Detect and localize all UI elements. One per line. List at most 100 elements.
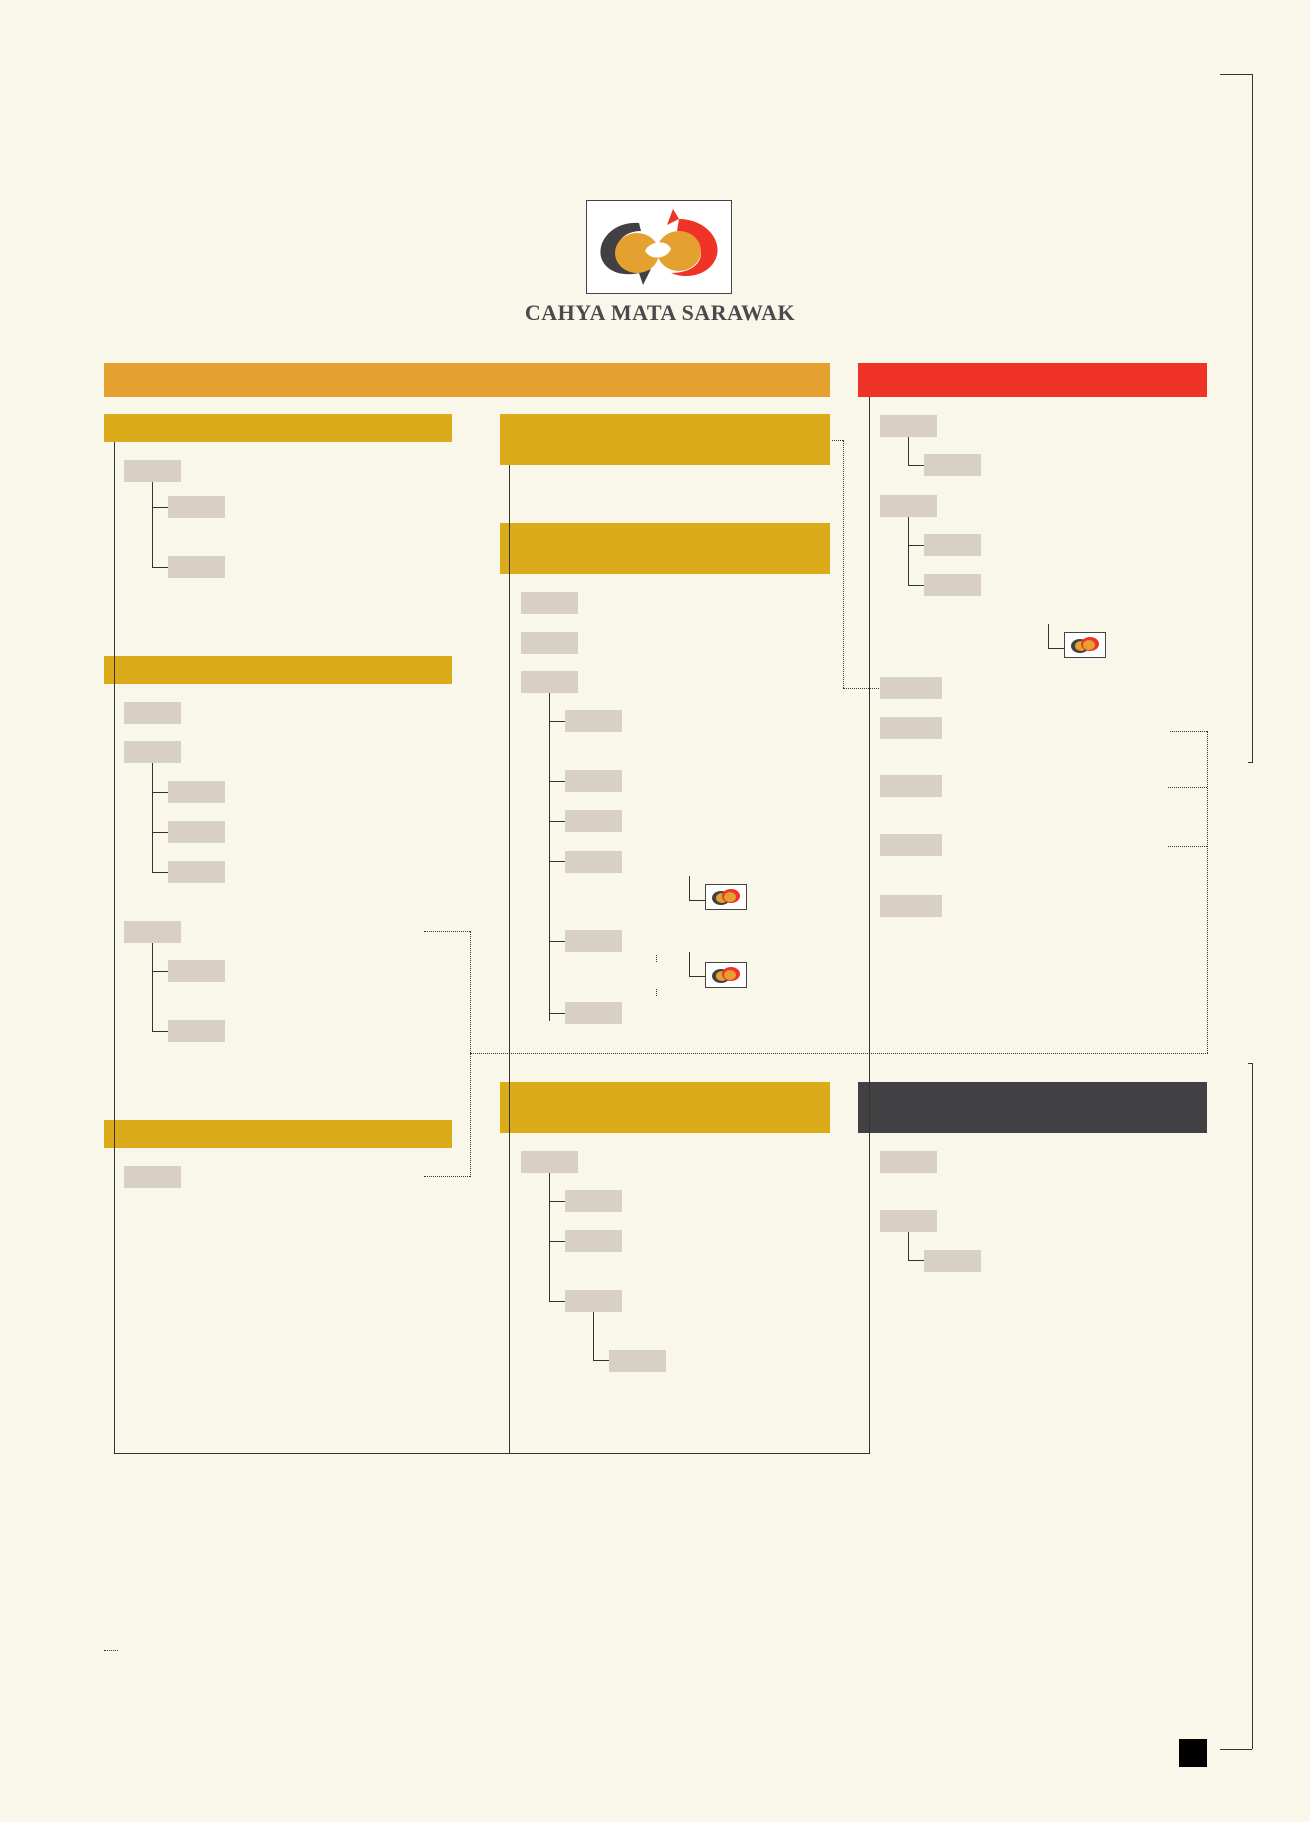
bracket-upper-tick xyxy=(1248,762,1253,763)
division-header-orange xyxy=(104,363,830,397)
section-header-2 xyxy=(104,656,452,684)
entity-box xyxy=(565,1002,622,1024)
tree-branch xyxy=(908,585,924,586)
entity-box xyxy=(168,861,225,883)
tree-branch xyxy=(908,545,924,546)
tree-branch xyxy=(152,943,153,1031)
dotted-connector xyxy=(1168,846,1207,847)
company-logo xyxy=(586,200,732,294)
trunk-col3 xyxy=(869,397,870,1454)
section-header-1 xyxy=(104,414,452,442)
entity-box xyxy=(880,415,937,437)
tree-branch xyxy=(593,1360,609,1361)
tree-branch xyxy=(549,781,565,782)
entity-box xyxy=(880,895,942,917)
dotted-connector xyxy=(470,931,471,1177)
trunk-col1 xyxy=(114,442,115,1454)
entity-box xyxy=(521,671,578,693)
entity-box xyxy=(880,1210,937,1232)
section-header-dark xyxy=(858,1082,1207,1133)
dotted-connector xyxy=(470,1053,1208,1054)
dotted-connector xyxy=(656,955,657,962)
tree-branch xyxy=(549,941,565,942)
entity-box xyxy=(168,821,225,843)
cahya-mata-sarawak-mini-logo-icon xyxy=(1064,632,1106,658)
entity-box xyxy=(521,1151,578,1173)
entity-box xyxy=(565,930,622,952)
tree-branch xyxy=(152,971,168,972)
entity-box xyxy=(565,1190,622,1212)
entity-box xyxy=(880,495,937,517)
entity-box xyxy=(565,1230,622,1252)
tree-branch xyxy=(549,1013,565,1014)
tree-branch xyxy=(152,763,153,872)
tree-branch xyxy=(689,876,690,900)
bracket-lower-tick xyxy=(1248,1063,1253,1064)
cahya-mata-sarawak-mini-logo-icon xyxy=(705,884,747,910)
tree-branch xyxy=(152,482,153,567)
tree-branch xyxy=(549,1201,565,1202)
tree-branch xyxy=(549,1173,550,1301)
tree-branch xyxy=(1048,624,1049,648)
entity-box xyxy=(168,781,225,803)
section-header-4 xyxy=(500,414,830,465)
tree-branch xyxy=(152,567,168,568)
cahya-mata-sarawak-logo-icon xyxy=(600,209,718,285)
tree-branch xyxy=(152,832,168,833)
cahya-mata-sarawak-mini-logo-icon xyxy=(705,962,747,988)
dotted-connector xyxy=(843,688,879,689)
tree-branch xyxy=(1048,648,1064,649)
entity-box xyxy=(124,741,181,763)
tree-branch xyxy=(908,517,909,585)
tree-branch xyxy=(689,900,705,901)
tree-branch xyxy=(152,872,168,873)
tree-branch xyxy=(152,792,168,793)
dotted-connector xyxy=(424,1176,470,1177)
entity-box xyxy=(924,454,981,476)
entity-box xyxy=(124,702,181,724)
tree-branch xyxy=(152,507,168,508)
tree-branch xyxy=(908,1260,924,1261)
entity-box xyxy=(521,592,578,614)
entity-box xyxy=(168,960,225,982)
trunk-col2 xyxy=(509,465,510,1454)
dotted-connector xyxy=(843,440,844,688)
trunk-bottom xyxy=(114,1453,870,1454)
tree-branch xyxy=(908,465,924,466)
entity-box xyxy=(168,556,225,578)
section-header-3 xyxy=(104,1120,452,1148)
bracket-upper xyxy=(1252,74,1253,763)
tree-branch xyxy=(549,861,565,862)
tree-branch xyxy=(908,1232,909,1260)
entity-box xyxy=(924,574,981,596)
entity-box xyxy=(880,717,942,739)
entity-box xyxy=(880,1151,937,1173)
section-header-6 xyxy=(500,1082,830,1133)
entity-box xyxy=(565,810,622,832)
dotted-connector xyxy=(1207,731,1208,1053)
dotted-connector xyxy=(656,989,657,996)
entity-box xyxy=(521,632,578,654)
entity-box xyxy=(565,1290,622,1312)
bracket-top-cap xyxy=(1220,74,1252,75)
tree-branch xyxy=(549,693,550,1021)
division-header-red xyxy=(858,363,1207,397)
entity-box xyxy=(168,1020,225,1042)
tree-branch xyxy=(689,976,705,977)
entity-box xyxy=(609,1350,666,1372)
entity-box xyxy=(880,775,942,797)
entity-box xyxy=(924,1250,981,1272)
entity-box xyxy=(124,460,181,482)
bracket-lower xyxy=(1252,1063,1253,1749)
tree-branch xyxy=(549,721,565,722)
entity-box xyxy=(168,496,225,518)
tree-branch xyxy=(593,1312,594,1360)
dotted-connector xyxy=(424,931,470,932)
tree-branch xyxy=(152,1031,168,1032)
dotted-connector xyxy=(1168,787,1207,788)
tree-branch xyxy=(549,1301,565,1302)
entity-box xyxy=(124,921,181,943)
tree-branch xyxy=(908,437,909,465)
tree-branch xyxy=(549,1241,565,1242)
section-header-5 xyxy=(500,523,830,574)
